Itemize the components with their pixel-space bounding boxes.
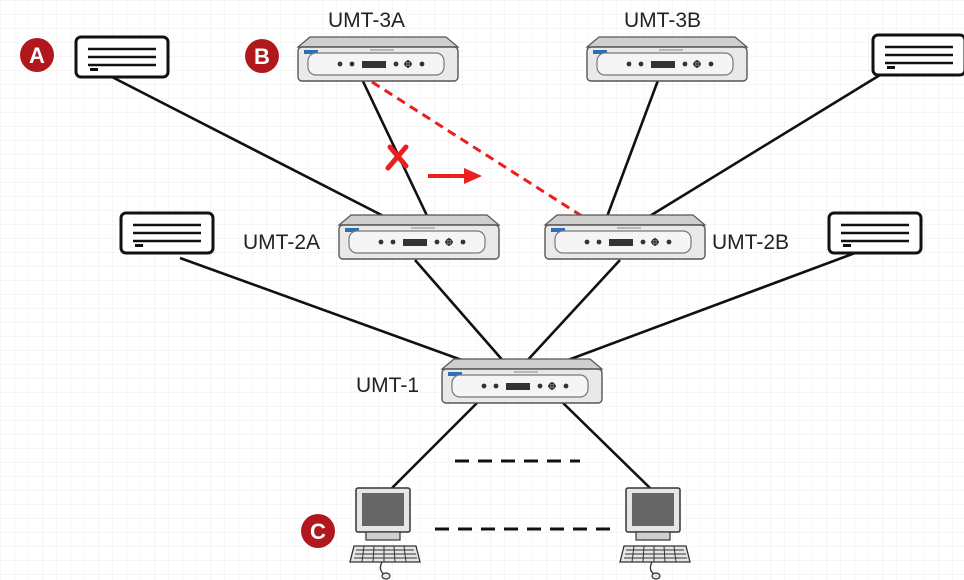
cross-icon xyxy=(385,144,409,171)
server-icon xyxy=(827,211,923,255)
label-umt-3a: UMT-3A xyxy=(328,9,405,32)
failover-link xyxy=(371,80,589,222)
label-umt-1: UMT-1 xyxy=(356,374,419,397)
cascade-links xyxy=(111,73,881,489)
arrow-right-icon xyxy=(428,168,482,184)
label-umt-3b: UMT-3B xyxy=(624,9,701,32)
server-icon xyxy=(871,33,964,77)
link-umt-3b-to-umt-2b xyxy=(603,74,662,223)
link-server-a-to-umt-2a xyxy=(111,75,396,224)
kvm-switch-icon xyxy=(297,36,459,82)
kvm-switch-icon xyxy=(441,358,603,404)
link-umt-2b-to-umt-1 xyxy=(524,259,621,364)
label-umt-2a: UMT-2A xyxy=(243,231,320,254)
badge-a: A xyxy=(20,38,54,72)
link-umt-2a-to-umt-1 xyxy=(414,259,506,364)
link-server-top-right-to-umt-2b xyxy=(639,73,881,224)
server-icon xyxy=(119,211,215,255)
badge-c-text: C xyxy=(310,519,326,544)
server-icon xyxy=(74,35,170,79)
link-umt-1-to-workstation-left xyxy=(391,399,481,489)
kvm-switch-icon xyxy=(544,214,706,260)
badge-c: C xyxy=(301,514,335,548)
link-server-right-to-umt-1 xyxy=(559,251,856,365)
link-server-left-to-umt-1 xyxy=(179,256,471,365)
link-umt-3a-to-umt-2a xyxy=(358,74,432,223)
link-umt-1-to-workstation-right xyxy=(559,399,651,489)
badge-b: B xyxy=(245,39,279,73)
badge-a-text: A xyxy=(29,43,45,68)
kvm-switch-icon xyxy=(586,36,748,82)
label-umt-2b: UMT-2B xyxy=(712,231,789,254)
kvm-switch-icon xyxy=(338,214,500,260)
badge-b-text: B xyxy=(254,44,270,69)
